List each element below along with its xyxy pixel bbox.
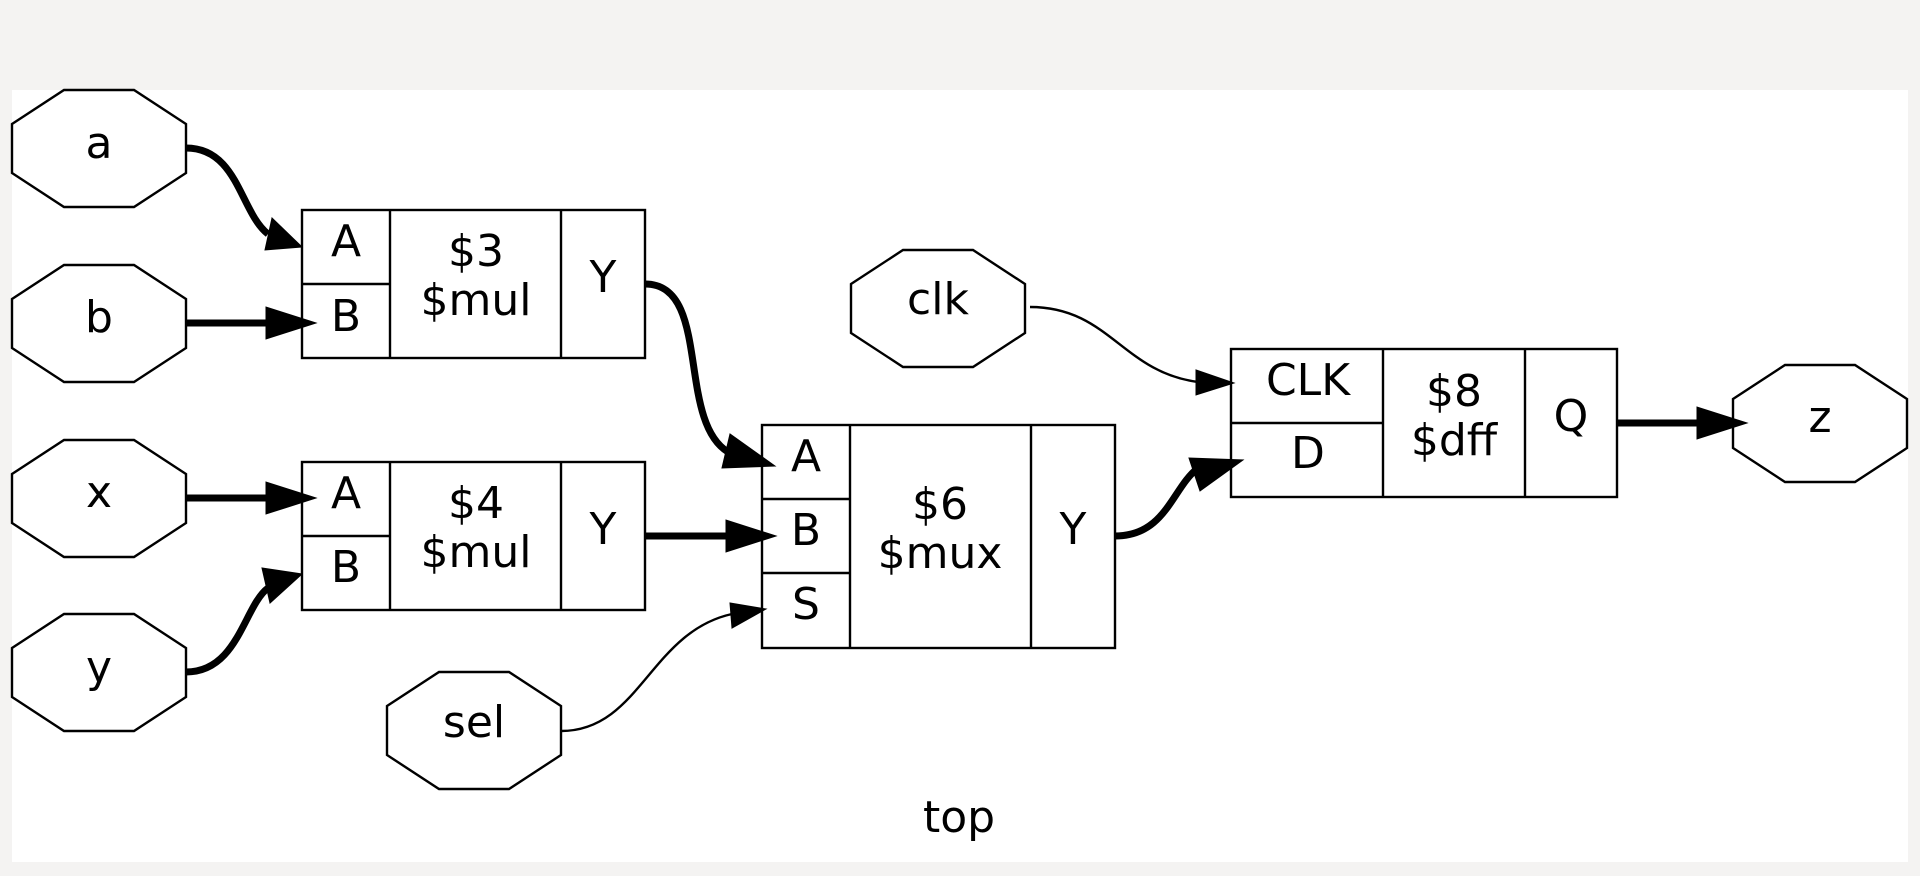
cell-mux6-port-y: Y (1059, 504, 1087, 555)
cell-mux6-port-s: S (792, 579, 820, 630)
wire-mul4-y-to-mux6-b (645, 519, 778, 553)
cell-mul4-port-b: B (331, 542, 361, 593)
cell-mul4-type: $mul (421, 527, 532, 578)
cell-dff8: CLK D $8 $dff Q (1229, 347, 1619, 499)
cell-mux6-name: $6 (912, 479, 968, 530)
cell-dff8-port-clk: CLK (1266, 355, 1351, 406)
diagram-background (12, 90, 1908, 862)
cell-mul4-name: $4 (448, 478, 504, 529)
port-z-label: z (1808, 392, 1831, 443)
cell-mul3-name: $3 (448, 226, 504, 277)
cell-dff8-name: $8 (1426, 366, 1482, 417)
port-clk-label: clk (907, 274, 969, 325)
cell-mul3-type: $mul (421, 275, 532, 326)
cell-mul3-port-y: Y (589, 252, 617, 303)
port-y-label: y (86, 642, 112, 693)
cell-mul3-port-b: B (331, 291, 361, 342)
cell-dff8-type: $dff (1411, 415, 1499, 466)
port-sel: sel (385, 670, 563, 791)
port-x: x (10, 438, 188, 559)
wire-b-to-mul3-b (186, 306, 318, 340)
port-z: z (1731, 363, 1909, 484)
wire-mul3-y-to-mux6-a (644, 280, 777, 469)
cell-mul3: A B $3 $mul Y (300, 208, 647, 360)
port-b-label: b (85, 292, 113, 343)
wire-x-to-mul4-a (186, 481, 318, 515)
cell-mul4-port-a: A (331, 468, 361, 519)
cell-mul4: A B $4 $mul Y (300, 460, 647, 612)
wire-clk-to-dff8-clk (1029, 305, 1236, 396)
port-sel-label: sel (443, 697, 505, 748)
port-y: y (10, 612, 188, 733)
wire-dff8-q-to-z (1617, 406, 1749, 440)
wire-sel-to-mux6-s (560, 602, 768, 733)
cell-mux6-port-a: A (791, 431, 821, 482)
port-a: a (10, 88, 188, 209)
port-x-label: x (86, 467, 112, 518)
cell-mul3-port-a: A (331, 216, 361, 267)
cell-mux6-port-b: B (791, 505, 821, 556)
wire-y-to-mul4-b (185, 567, 304, 676)
port-clk: clk (849, 248, 1027, 369)
cell-mux6-type: $mux (878, 528, 1003, 579)
wire-a-to-mul3-a (185, 144, 304, 251)
port-a-label: a (86, 118, 113, 169)
port-b: b (10, 263, 188, 384)
cell-dff8-port-d: D (1291, 428, 1325, 479)
wire-mux6-y-to-dff8-d (1114, 457, 1245, 540)
cell-mul4-port-y: Y (589, 504, 617, 555)
cell-mux6: A B S $6 $mux Y (760, 423, 1117, 650)
diagram-title: top (923, 792, 995, 843)
cell-dff8-port-q: Q (1554, 391, 1589, 442)
